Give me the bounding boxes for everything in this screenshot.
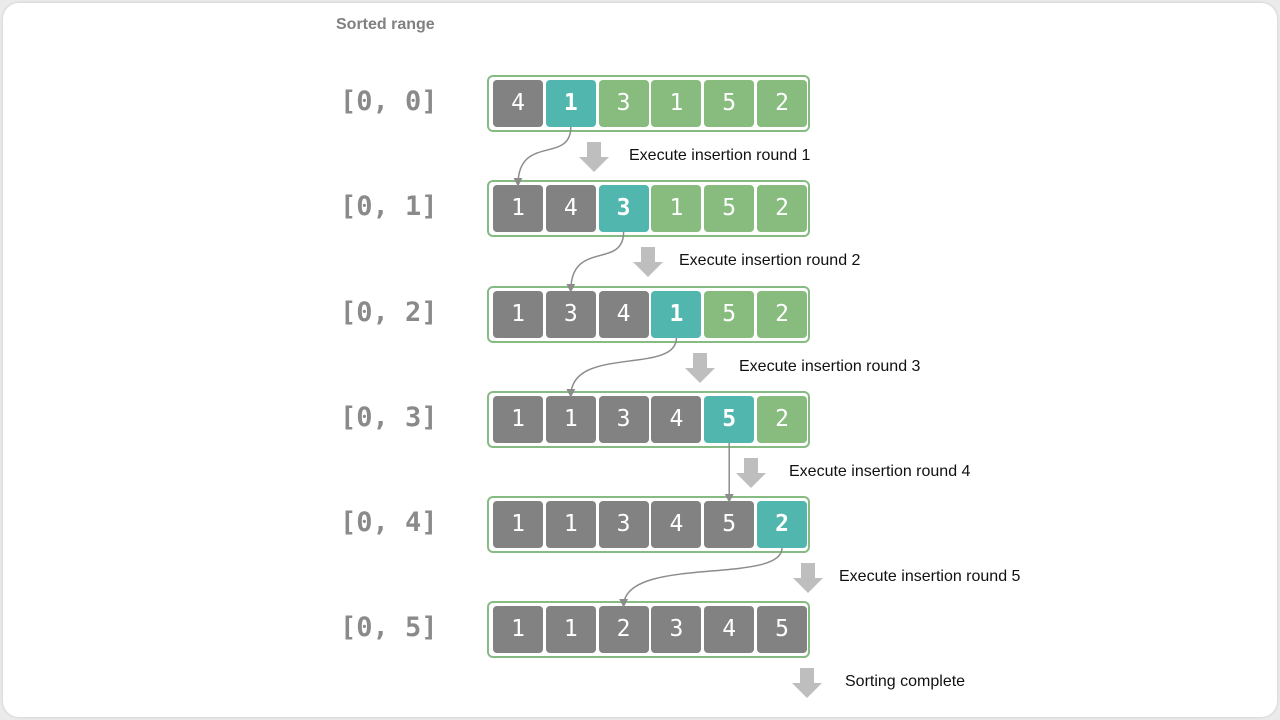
down-arrow-icon (792, 668, 822, 698)
insertion-connector (619, 547, 783, 608)
unsorted-element-cell: 2 (757, 291, 807, 338)
sorted-element-cell: 2 (598, 606, 649, 653)
range-label: [0, 2] (340, 297, 438, 328)
sorted-element-cell: 3 (651, 606, 702, 653)
unsorted-element-cell: 1 (651, 80, 702, 127)
unsorted-element-cell: 2 (757, 80, 807, 127)
step-label: Execute insertion round 5 (839, 568, 1021, 585)
down-arrow-icon (793, 563, 823, 593)
sorted-element-cell: 1 (493, 396, 543, 443)
unsorted-element-cell: 5 (704, 185, 755, 232)
current-element-cell: 2 (757, 501, 807, 548)
current-element-cell: 3 (598, 185, 649, 232)
sorted-element-cell: 1 (493, 291, 543, 338)
sorted-element-cell: 1 (493, 501, 543, 548)
sorted-element-cell: 3 (598, 396, 649, 443)
sorted-element-cell: 4 (545, 185, 596, 232)
sorted-element-cell: 4 (598, 291, 649, 338)
step-label: Execute insertion round 2 (679, 252, 861, 269)
sorted-element-cell: 5 (757, 606, 807, 653)
range-label: [0, 0] (340, 86, 438, 117)
sorted-element-cell: 3 (598, 501, 649, 548)
unsorted-element-cell: 2 (757, 396, 807, 443)
sorted-element-cell: 1 (493, 185, 543, 232)
sorted-element-cell: 1 (545, 501, 596, 548)
current-element-cell: 1 (651, 291, 702, 338)
step-label: Sorting complete (845, 673, 966, 690)
sorted-element-cell: 1 (545, 606, 596, 653)
insertion-connector (566, 231, 625, 293)
step-label: Execute insertion round 4 (789, 463, 971, 480)
sorted-element-cell: 3 (545, 291, 596, 338)
current-element-cell: 1 (545, 80, 596, 127)
current-element-cell: 5 (704, 396, 755, 443)
unsorted-element-cell: 3 (598, 80, 649, 127)
unsorted-element-cell: 2 (757, 185, 807, 232)
sorted-range-header: Sorted range (336, 16, 435, 33)
insertion-connector (513, 126, 572, 187)
range-label: [0, 1] (340, 191, 438, 222)
sorted-element-cell: 1 (545, 396, 596, 443)
unsorted-element-cell: 1 (651, 185, 702, 232)
range-label: [0, 4] (340, 507, 438, 538)
sorted-element-cell: 5 (704, 501, 755, 548)
sorted-element-cell: 4 (651, 501, 702, 548)
down-arrow-icon (685, 353, 715, 383)
step-label: Execute insertion round 1 (629, 147, 811, 164)
step-label: Execute insertion round 3 (739, 358, 921, 375)
sorted-element-cell: 4 (493, 80, 543, 127)
down-arrow-icon (633, 247, 663, 277)
unsorted-element-cell: 5 (704, 80, 755, 127)
sorted-element-cell: 1 (493, 606, 543, 653)
range-label: [0, 3] (340, 402, 438, 433)
range-label: [0, 5] (340, 612, 438, 643)
down-arrow-icon (736, 458, 766, 488)
down-arrow-icon (579, 142, 609, 172)
unsorted-element-cell: 5 (704, 291, 755, 338)
sorted-element-cell: 4 (651, 396, 702, 443)
insertion-connector (566, 337, 678, 398)
sorted-element-cell: 4 (704, 606, 755, 653)
